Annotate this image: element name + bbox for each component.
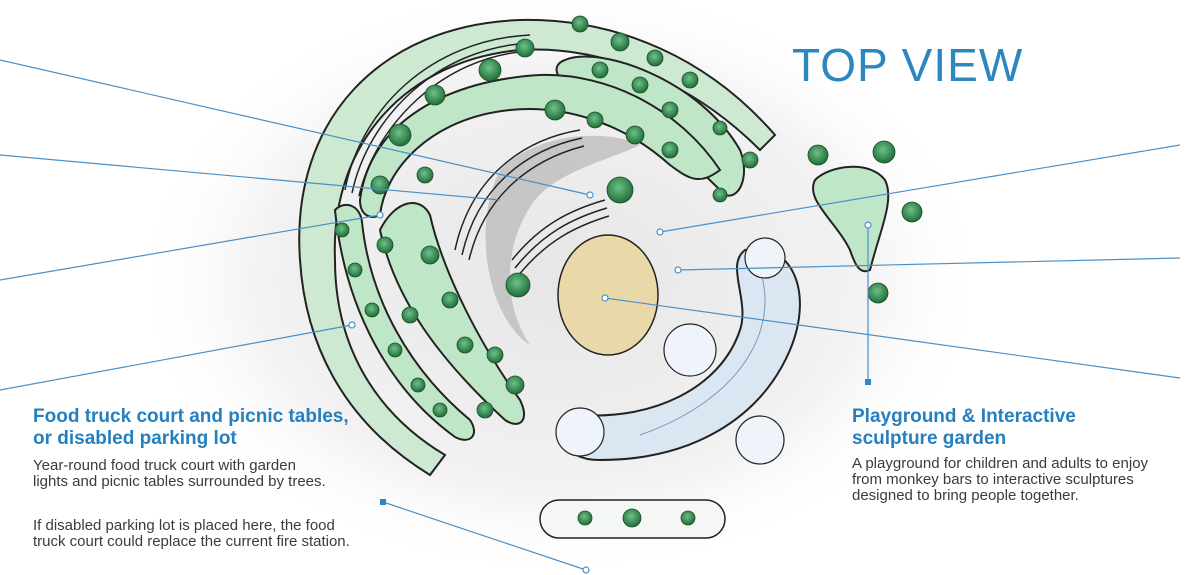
playground-heading: Playground & Interactive sculpture garde…	[852, 406, 1142, 450]
food-truck-heading: Food truck court and picnic tables, or d…	[33, 406, 353, 450]
food-truck-description: Year-round food truck court with garden …	[33, 458, 333, 490]
food-truck-alternative-note: If disabled parking lot is placed here, …	[33, 518, 353, 550]
canopy	[745, 238, 785, 278]
diagram-title: TOP VIEW	[792, 38, 1023, 92]
playground-description: A playground for children and adults to …	[852, 456, 1182, 504]
leader-marker	[865, 379, 871, 385]
central-plaza	[558, 235, 658, 355]
canopy	[736, 416, 784, 464]
leader-marker	[380, 499, 386, 505]
canopy	[664, 324, 716, 376]
canopy	[556, 408, 604, 456]
